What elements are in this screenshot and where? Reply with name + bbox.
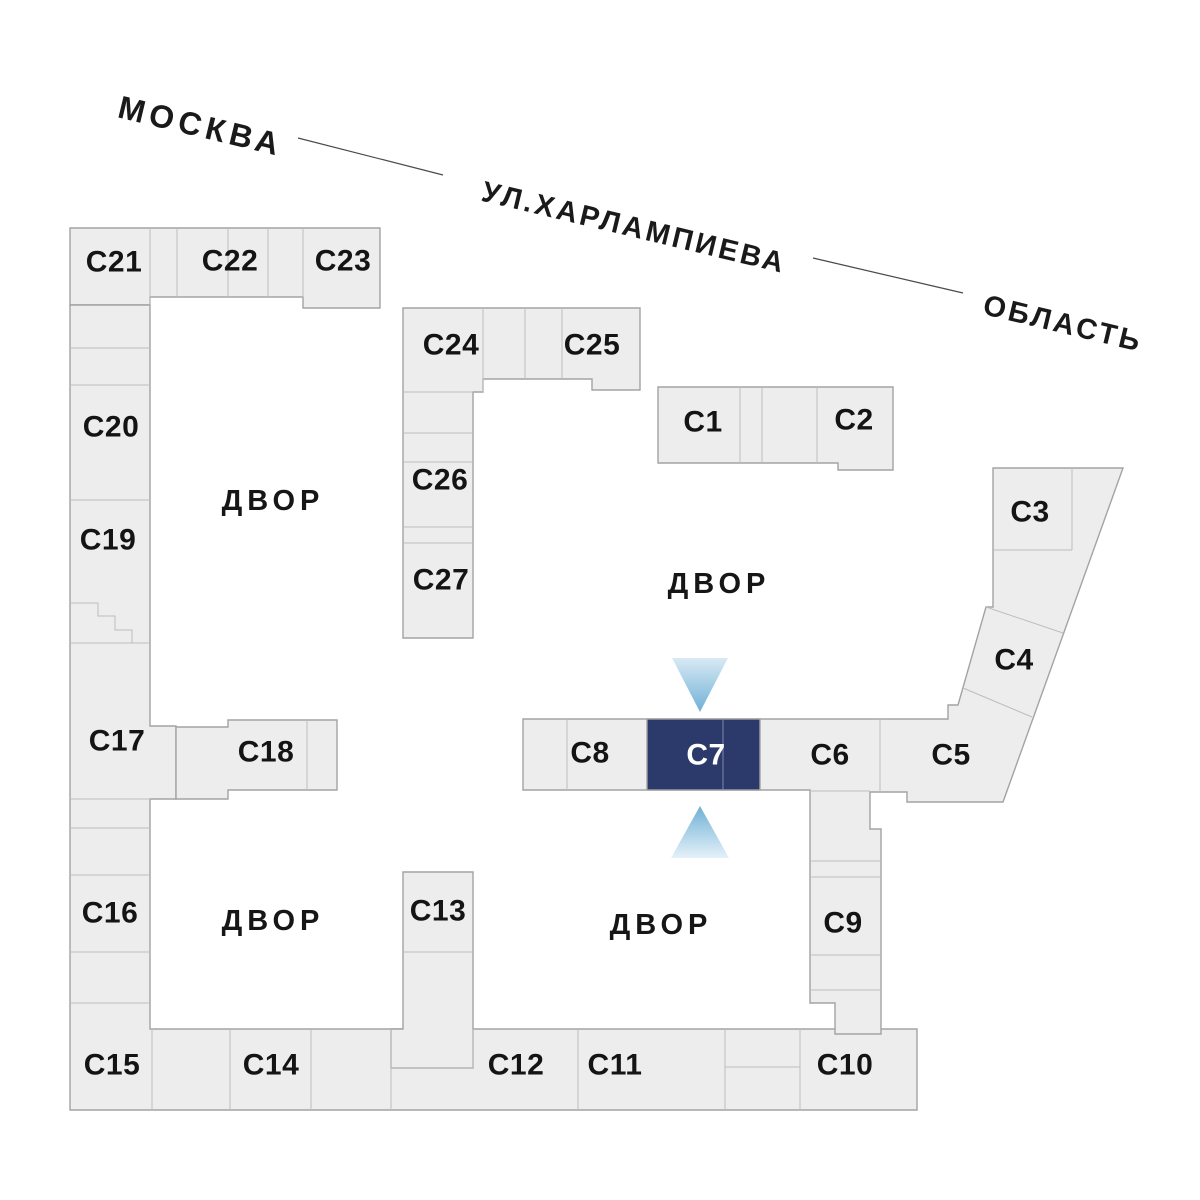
building-label-c18[interactable]: С18 [238, 736, 295, 769]
section-dividers [70, 228, 1073, 1110]
street-label-moscow: МОСКВА [115, 89, 288, 163]
building-label-c1[interactable]: С1 [683, 406, 722, 439]
building-label-c13[interactable]: С13 [410, 895, 467, 928]
building-labels: С1 С2 С3 С4 С5 С6 С7 С8 С9 С10 С11 С12 С… [80, 245, 1049, 1082]
footprint-c1-c2-block [657, 386, 894, 471]
building-label-c2[interactable]: С2 [834, 404, 873, 437]
street-line-right [812, 257, 964, 294]
street-label-kharlampieva: УЛ.ХАРЛАМПИЕВА [479, 176, 790, 280]
street-line-left [297, 137, 444, 176]
footprint-middle-row-right-wing [522, 467, 1124, 1035]
building-label-c10[interactable]: С10 [817, 1049, 874, 1082]
building-label-c4[interactable]: С4 [994, 644, 1033, 677]
building-label-c3[interactable]: С3 [1010, 496, 1049, 529]
building-label-c6[interactable]: С6 [810, 739, 849, 772]
stair-step-edge [70, 602, 133, 643]
building-label-c7[interactable]: С7 [686, 739, 725, 772]
building-label-c8[interactable]: С8 [570, 737, 609, 770]
courtyard-label: ДВОР [222, 485, 325, 517]
building-label-c19[interactable]: С19 [80, 524, 137, 557]
building-label-c16[interactable]: С16 [82, 897, 139, 930]
courtyard-labels: ДВОР ДВОР ДВОР ДВОР [222, 485, 771, 941]
building-label-c23[interactable]: С23 [315, 245, 372, 278]
building-label-c27[interactable]: С27 [413, 564, 470, 597]
building-footprints [69, 227, 1124, 1111]
building-label-c5[interactable]: С5 [931, 739, 970, 772]
street-label-oblast: ОБЛАСТЬ [980, 289, 1146, 358]
building-label-c25[interactable]: С25 [564, 329, 621, 362]
building-label-c24[interactable]: С24 [423, 329, 480, 362]
building-label-c26[interactable]: С26 [412, 464, 469, 497]
selection-arrow-top [672, 658, 728, 712]
selection-arrow-bottom [671, 806, 729, 858]
building-label-c17[interactable]: С17 [89, 725, 146, 758]
footprint-c18-extension [175, 719, 338, 800]
courtyard-label: ДВОР [668, 568, 771, 600]
courtyard-label: ДВОР [610, 909, 713, 941]
building-label-c22[interactable]: С22 [202, 245, 259, 278]
building-label-c15[interactable]: С15 [84, 1049, 141, 1082]
building-c7-selected-shape[interactable] [646, 718, 761, 791]
building-label-c21[interactable]: С21 [86, 246, 143, 279]
building-label-c11[interactable]: С11 [588, 1049, 643, 1082]
building-label-c20[interactable]: С20 [83, 411, 140, 444]
courtyard-label: ДВОР [222, 905, 325, 937]
building-label-c12[interactable]: С12 [488, 1049, 545, 1082]
building-label-c14[interactable]: С14 [243, 1049, 300, 1082]
building-label-c9[interactable]: С9 [823, 907, 862, 940]
